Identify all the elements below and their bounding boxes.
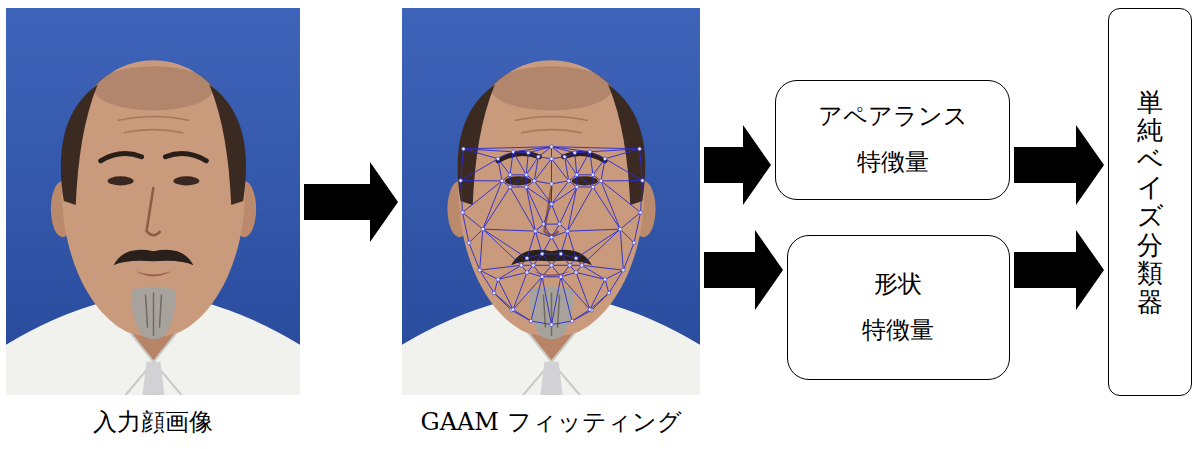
mesh-point [478,268,482,272]
mesh-point [500,179,504,183]
mesh-point [559,275,563,279]
block-arrow [1014,147,1076,183]
image-caption: GAAM フィッティング [382,407,720,437]
mesh-point [519,264,523,268]
mesh-point [574,271,578,275]
mesh-point [508,185,512,189]
image-caption: 入力顔画像 [0,407,320,437]
mesh-point [550,235,554,239]
mesh-point [467,241,471,245]
mesh-lines [461,147,643,325]
mesh-point [558,222,562,226]
block-arrow [304,184,370,220]
mesh-point [496,278,500,282]
feature-box: アペアランス 特徴量 [775,80,1010,200]
mesh-point [603,157,607,161]
mesh-point [622,268,626,272]
block-arrow [704,147,743,183]
block-arrow [704,252,755,288]
box-label: 単純ベイズ分類器 [1137,88,1163,317]
mesh-point [573,151,577,155]
mesh-point [559,252,563,256]
mesh-point [641,179,645,183]
mesh-point [567,179,571,183]
mesh-point [525,256,529,260]
mesh-point [607,291,611,295]
mesh-point [461,211,465,215]
mesh-point [591,173,595,177]
mesh-point [632,241,636,245]
mesh-point [540,275,544,279]
mesh-point [529,319,533,323]
box-label: 形状 特徴量 [861,262,935,353]
input-image: 入力顔画像 [6,8,300,395]
mesh-point [550,202,554,206]
mesh-point [603,278,607,282]
mesh-point [570,319,574,323]
mesh-point [639,211,643,215]
mesh-point [533,179,537,183]
mesh-point [508,173,512,177]
mesh-point [618,227,622,231]
mesh-point [550,145,554,149]
mesh-point [574,256,578,260]
mesh-point [588,308,592,312]
mesh-point [563,155,567,159]
mesh-point [588,150,592,154]
mesh-point [525,271,529,275]
mesh-point [550,157,554,161]
mesh-point [532,264,536,268]
mesh-point [492,291,496,295]
mesh-point [511,308,515,312]
mesh-point [542,222,546,226]
mesh-point [511,150,515,154]
block-arrow [1014,252,1076,288]
mesh-point [550,182,554,186]
mesh-point [524,173,528,177]
mesh-point [459,179,463,183]
input-face-photo [6,8,300,395]
mesh-point [540,252,544,256]
box-label: アペアランス 特徴量 [816,94,970,185]
mesh-point [550,264,554,268]
mesh-point [496,157,500,161]
mesh-point [575,185,579,189]
gaam-mesh [459,145,644,327]
mesh-point [599,179,603,183]
mesh-point [524,185,528,189]
fitting-image: GAAM フィッティング [402,8,700,395]
mesh-point [526,151,530,155]
mesh-point [591,185,595,189]
mesh-point [566,229,570,233]
mesh-point [534,229,538,233]
mesh-point [550,323,554,327]
mesh-point [568,264,572,268]
classifier-box: 単純ベイズ分類器 [1108,8,1192,396]
fitted-face-photo [402,8,700,395]
mesh-point [481,227,485,231]
mesh-point [575,173,579,177]
mesh-point [580,264,584,268]
mesh-point [462,147,466,151]
feature-box: 形状 特徴量 [787,235,1010,380]
mesh-point [638,147,642,151]
mesh-point [537,155,541,159]
